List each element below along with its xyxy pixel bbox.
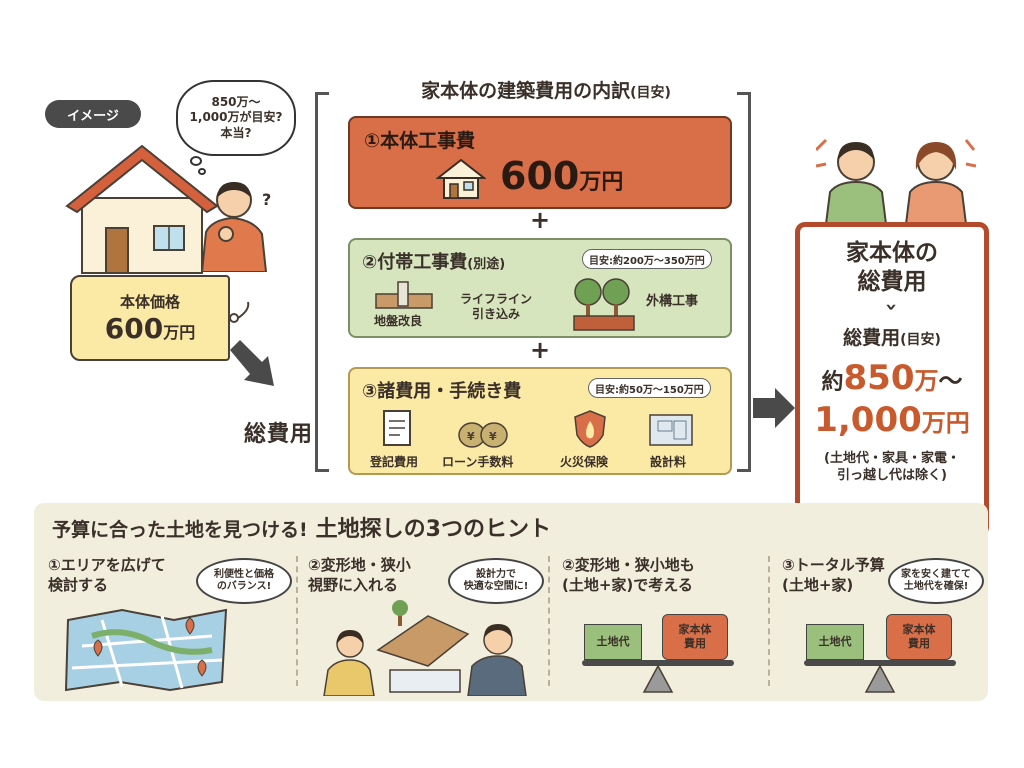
balance-scale-icon-2 <box>804 660 956 693</box>
hint-4-house-box: 家本体 費用 <box>886 614 952 660</box>
thought-dot <box>190 156 202 166</box>
misc-item-3: 火災保険 <box>560 455 609 469</box>
total-cost-label: 総費用 <box>244 422 314 447</box>
ancillary-estimate: 目安:約200万〜350万円 <box>582 249 712 269</box>
image-tag: イメージ <box>45 100 141 128</box>
misc-item-4: 設計料 <box>650 455 687 469</box>
hint-divider-1 <box>296 556 298 686</box>
hints-title: 予算に合った土地を見つける!土地探しの3つのヒント <box>52 517 551 542</box>
total-range-high: 1,000万円 <box>814 399 970 440</box>
price-tag-value: 600万円 <box>104 311 196 345</box>
hint-4-bubble: 家を安く建てて 土地代を確保! <box>888 558 984 604</box>
plus-sign-2: + <box>529 336 551 364</box>
misc-costs-box: ③諸費用・手続き費 目安:約50万〜150万円 登記費用 ¥ ¥ ローン手数料 … <box>348 367 732 475</box>
breakdown-title: 家本体の建築費用の内訳(目安) <box>421 80 671 102</box>
price-tag-label: 本体価格 <box>119 292 180 311</box>
total-box-arrow: › <box>880 302 904 311</box>
consultation-scene-icon <box>323 600 527 696</box>
misc-item-2: ローン手数料 <box>442 455 514 469</box>
hint-1-bubble: 利便性と価格 のバランス! <box>196 558 292 604</box>
hint-4-land-box: 土地代 <box>806 624 864 660</box>
plus-sign-1: + <box>529 206 551 234</box>
balance-scale-icon <box>582 660 734 693</box>
tree-fence-icon <box>573 278 635 331</box>
main-work-amount: 600万円 <box>500 154 624 198</box>
main-work-box: ①本体工事費 600万円 <box>348 116 732 209</box>
tag-string-icon <box>229 301 250 323</box>
thought-line-3: 本当? <box>220 125 252 140</box>
hint-4-title: ③トータル予算 (土地+家) <box>782 556 885 594</box>
total-box-title: 家本体の 総費用 <box>846 240 938 295</box>
misc-estimate: 目安:約50万〜150万円 <box>588 378 711 398</box>
ancillary-item-2: ライフライン 引き込み <box>460 292 533 321</box>
right-arrow-icon <box>753 388 795 428</box>
hint-3-title: ②変形地・狭小地も (土地+家)で考える <box>562 556 695 594</box>
money-bag-icon: ¥ ¥ <box>458 422 508 448</box>
hint-divider-3 <box>768 556 770 686</box>
right-bracket <box>737 92 751 472</box>
hint-3-land-box: 土地代 <box>584 624 642 660</box>
hint-2-bubble: 設計力で 快適な空間に! <box>448 558 544 604</box>
down-right-arrow-icon <box>230 340 274 386</box>
house-icon <box>65 144 219 274</box>
thinking-person-icon <box>200 182 268 272</box>
hint-divider-2 <box>548 556 550 686</box>
total-exclusion-note: (土地代・家具・家電・ 引っ越し代は除く) <box>824 450 960 484</box>
hint-3-house-box: 家本体 費用 <box>662 614 728 660</box>
main-work-title: ①本体工事費 <box>364 130 476 152</box>
left-bracket <box>315 92 329 472</box>
misc-title: ③諸費用・手続き費 <box>362 381 522 402</box>
document-icon <box>383 410 411 446</box>
price-tag: 本体価格 600万円 <box>70 275 230 361</box>
map-icon <box>64 608 228 692</box>
misc-item-1: 登記費用 <box>370 455 419 469</box>
hint-1-title: ①エリアを広げて 検討する <box>48 556 166 594</box>
thought-line-2: 1,000万が目安? <box>189 110 283 125</box>
thought-bubble: 850万〜 1,000万が目安? 本当? <box>176 80 296 156</box>
small-house-icon <box>436 158 486 199</box>
thought-dot-small <box>198 168 206 175</box>
ancillary-work-box: ②付帯工事費(別途) 目安:約200万〜350万円 地盤改良 ライフライン 引き… <box>348 238 732 338</box>
question-mark: ? <box>262 190 272 209</box>
ancillary-item-3: 外構工事 <box>646 294 699 309</box>
blueprint-icon <box>649 414 693 446</box>
total-cost-box: 家本体の 総費用 › 総費用(目安) 約850万〜 1,000万円 (土地代・家… <box>795 222 989 537</box>
fire-shield-icon <box>574 410 606 448</box>
ancillary-title: ②付帯工事費(別途) <box>362 252 506 273</box>
total-range-low: 約850万〜 <box>821 357 963 398</box>
happy-couple-icon <box>816 138 976 224</box>
ancillary-item-1: 地盤改良 <box>374 314 423 328</box>
svg-text:¥: ¥ <box>467 430 475 443</box>
ground-icon <box>375 281 433 309</box>
thought-line-1: 850万〜 <box>211 94 261 109</box>
hint-2-title: ②変形地・狭小 視野に入れる <box>308 556 411 594</box>
total-box-subtitle: 総費用(目安) <box>843 326 941 349</box>
svg-text:¥: ¥ <box>489 430 497 443</box>
